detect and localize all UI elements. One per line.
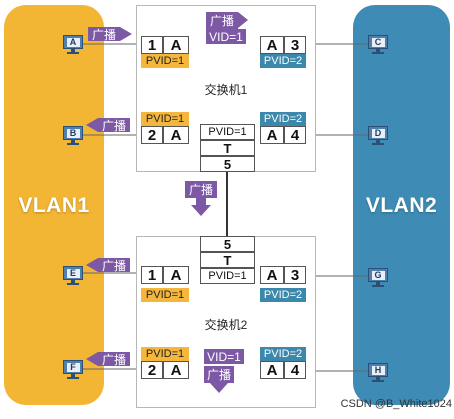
host-b-label: B — [66, 128, 80, 138]
s2-vid-tag: VID=1 — [204, 349, 244, 364]
s2-port3-pvid: PVID=2 — [260, 288, 306, 302]
s2-port1-pvid: PVID=1 — [141, 288, 189, 302]
s1-trunk-type: T — [200, 140, 255, 156]
s2-port3-num: 3 — [284, 266, 306, 284]
host-d-label: D — [371, 128, 385, 138]
s1-port4-host: A — [260, 126, 284, 144]
s2-port2-host: A — [163, 361, 189, 379]
s2-trunk-type: T — [200, 252, 255, 268]
s1-port3-pvid: PVID=2 — [260, 54, 306, 68]
s2-port1-host: A — [163, 266, 189, 284]
s1-port2-num: 2 — [141, 126, 163, 144]
monitor-icon: G — [368, 268, 388, 282]
s1-port3-num: 3 — [284, 36, 306, 54]
trunk-broadcast-arrow-icon — [191, 198, 211, 216]
s2-port4-host: A — [260, 361, 284, 379]
host-h-label: H — [371, 365, 385, 375]
host-g-label: G — [371, 270, 385, 280]
vlan2-area — [353, 5, 450, 405]
monitor-icon: H — [368, 363, 388, 377]
vlan1-label: VLAN1 — [18, 194, 90, 217]
monitor-icon: F — [63, 360, 83, 374]
s2-bottom-broadcast-arrow-icon — [210, 383, 228, 393]
monitor-icon: C — [368, 35, 388, 49]
host-f-label: F — [66, 362, 80, 372]
s1-trunk-num: 5 — [200, 156, 255, 172]
s1-port2-host: A — [163, 126, 189, 144]
host-h: H — [368, 363, 388, 383]
switch-1-name: 交换机1 — [204, 83, 248, 97]
broadcast-from-a-arrow-icon — [120, 27, 132, 41]
s1-port2-pvid: PVID=1 — [141, 112, 189, 126]
host-c: C — [368, 35, 388, 55]
broadcast-to-e-arrow-icon — [86, 258, 98, 272]
s1-vid-tag: VID=1 — [206, 29, 246, 44]
host-b: B — [63, 126, 83, 146]
broadcast-to-b-arrow-icon — [86, 118, 98, 132]
s2-port1-num: 1 — [141, 266, 163, 284]
s1-port1-host: A — [163, 36, 189, 54]
host-a-label: A — [66, 37, 80, 47]
host-c-label: C — [371, 37, 385, 47]
vlan1-area — [4, 5, 104, 405]
s2-port4-num: 4 — [284, 361, 306, 379]
monitor-icon: A — [63, 35, 83, 49]
s1-port1-num: 1 — [141, 36, 163, 54]
vlan2-label: VLAN2 — [365, 194, 438, 217]
s1-top-broadcast-arrow-icon — [238, 12, 248, 28]
s1-port3-host: A — [260, 36, 284, 54]
s2-port3-host: A — [260, 266, 284, 284]
s2-port2-num: 2 — [141, 361, 163, 379]
broadcast-to-f-tag: 广播 — [98, 352, 130, 367]
trunk-broadcast-tag: 广播 — [185, 181, 217, 198]
s1-port4-pvid: PVID=2 — [260, 112, 306, 126]
monitor-icon: B — [63, 126, 83, 140]
s2-port4-pvid: PVID=2 — [260, 347, 306, 361]
monitor-icon: D — [368, 126, 388, 140]
host-d: D — [368, 126, 388, 146]
s2-trunk-num: 5 — [200, 236, 255, 252]
s2-trunk-pvid: PVID=1 — [200, 268, 255, 284]
broadcast-to-e-tag: 广播 — [98, 258, 130, 273]
footer-watermark: CSDN @B_White1024 — [340, 398, 452, 410]
s1-trunk-pvid: PVID=1 — [200, 124, 255, 140]
s2-bottom-broadcast-tag: 广播 — [204, 366, 234, 383]
s1-port1-pvid: PVID=1 — [141, 54, 189, 68]
s1-port4-num: 4 — [284, 126, 306, 144]
host-g: G — [368, 268, 388, 288]
broadcast-to-f-arrow-icon — [86, 352, 98, 366]
host-e-label: E — [66, 268, 80, 278]
s1-top-broadcast-tag: 广播 — [206, 12, 238, 29]
switch-2-name: 交换机2 — [204, 318, 248, 332]
broadcast-to-b-tag: 广播 — [98, 118, 130, 133]
broadcast-from-a-tag: 广播 — [88, 27, 120, 42]
monitor-icon: E — [63, 266, 83, 280]
host-a: A — [63, 35, 83, 55]
s2-port2-pvid: PVID=1 — [141, 347, 189, 361]
host-e: E — [63, 266, 83, 286]
host-f: F — [63, 360, 83, 380]
